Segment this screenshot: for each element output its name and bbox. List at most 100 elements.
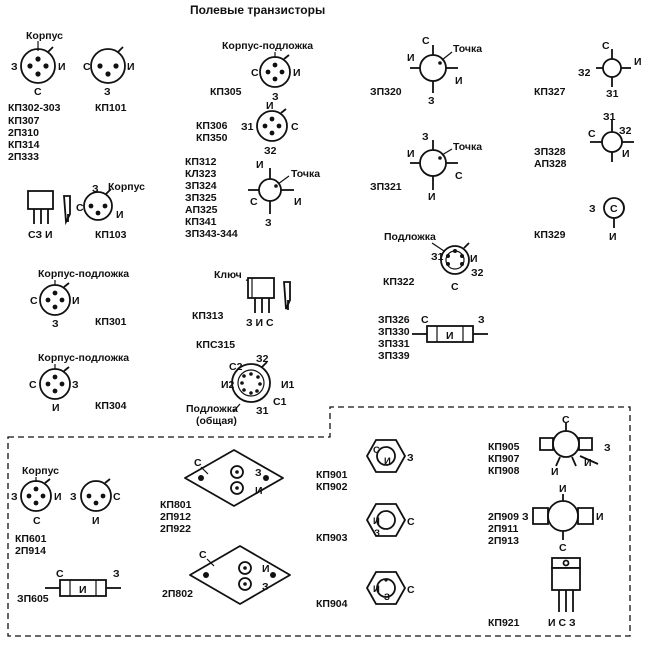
kp302-model-2: КП307 [8, 115, 40, 127]
kp322-package: Подложка З1 И З2 С [384, 231, 484, 293]
kp327-pin-i: И [634, 56, 642, 68]
kps315-package: С2 З2 И2 И1 С1 З1 Подложка (общая) [186, 353, 295, 427]
kp302-pin-z: З [11, 61, 18, 73]
kp306-model-1: КП306 [196, 120, 228, 132]
kp329-pin-s: С [610, 203, 618, 215]
kp304-pin-s: С [29, 379, 37, 391]
kp304-pin-i: И [52, 402, 60, 414]
kps315-pin-s1: С1 [273, 396, 287, 408]
kp306-pin-z1: З1 [241, 121, 254, 133]
kps315-pin-i1: И1 [281, 379, 295, 391]
kp322-pin-i: И [470, 253, 478, 265]
kp904-pin-s: С [407, 584, 415, 596]
zp321-model: ЗП321 [370, 181, 402, 193]
p909-model-3: 2П913 [488, 535, 519, 547]
kp306-model-2: КП350 [196, 132, 228, 144]
kp601-model-1: КП601 [15, 533, 47, 545]
kp312-tochka-label: Точка [291, 168, 320, 180]
kp901-pin-i: И [384, 456, 391, 467]
kp304-pin-z: З [72, 379, 79, 391]
kp322-model: КП322 [383, 276, 415, 288]
p802-model: 2П802 [162, 588, 193, 600]
zp328-model-2: АП328 [534, 158, 567, 170]
kp903-model: КП903 [316, 532, 348, 544]
kp801-pin-s: С [194, 457, 202, 469]
kp312-pin-s: С [250, 196, 258, 208]
kp601-2-pin-i: И [92, 515, 100, 527]
kp903-pin-z: З [374, 528, 380, 539]
p909-pin-z: З [522, 511, 529, 523]
kp905-pin-i-right: И [584, 457, 592, 469]
kp801-model-3: 2П922 [160, 523, 191, 535]
kps315-pin-z1: З1 [256, 405, 269, 417]
kp302-model-4: КП314 [8, 139, 40, 151]
kp103-pin-z: З [92, 183, 99, 195]
kp306-package: З1 С И З2 [241, 100, 299, 157]
kp312-pin-z: З [265, 217, 272, 229]
p909-package: И З И С [522, 483, 604, 554]
zp326-model-1: ЗП326 [378, 314, 410, 326]
kp302-model-3: 2П310 [8, 127, 39, 139]
kp901-pin-s: С [373, 445, 380, 456]
kp322-podlozhka-label: Подложка [384, 231, 436, 243]
kp601-2-pin-z: З [70, 491, 77, 503]
zp321-pin-i2: И [428, 191, 436, 203]
kp306-pin-s: С [291, 121, 299, 133]
kp905-pin-z: З [604, 442, 611, 454]
kp601-pin-z: З [11, 491, 18, 503]
zp605-pin-z: З [113, 568, 120, 580]
kp327-model: КП327 [534, 86, 566, 98]
kp329-pin-i: И [609, 231, 617, 243]
kp302-model-5: 2П333 [8, 151, 39, 163]
kp305-pin-z: З [272, 91, 279, 103]
zp328-pin-z1: З1 [603, 111, 616, 123]
kp904-pin-i: И [373, 584, 380, 595]
zp328-package: З1 З2 С И [588, 111, 634, 162]
kp905-pin-i-left: И [551, 466, 559, 478]
kp313-model: КП313 [192, 310, 224, 322]
kp301-model: КП301 [95, 316, 127, 328]
kp313-zis-label: З И С [246, 317, 274, 329]
kp312-pin-i-right: И [294, 196, 302, 208]
kp801-model-2: 2П912 [160, 511, 191, 523]
kp101-package: С И З [83, 46, 135, 98]
zp321-pin-z: З [422, 131, 429, 143]
kps315-podlozhka-label: Подложка [186, 403, 238, 415]
kp312-model-4: ЗП325 [185, 192, 217, 204]
kp322-pin-s: С [451, 281, 459, 293]
kp305-model: КП305 [210, 86, 242, 98]
kp313-klyuch-label: Ключ [214, 269, 242, 281]
p909-model-2: 2П911 [488, 523, 518, 535]
diagram-title: Полевые транзисторы [190, 3, 325, 17]
kp302-pin-i: И [58, 61, 66, 73]
zp320-pin-s: С [422, 35, 430, 47]
kp905-model-2: КП907 [488, 453, 520, 465]
p909-model-1: 2П909 [488, 511, 519, 523]
zp326-model-2: ЗП330 [378, 326, 410, 338]
zp320-package: Точка С И И З [407, 35, 482, 107]
kp921-isz-label: И С З [548, 617, 576, 629]
kp302-korpus-label: Корпус [26, 30, 63, 42]
zp321-package: Точка З И С И [407, 131, 482, 203]
kp305-pin-s: С [251, 67, 259, 79]
kp601-pin-s: С [33, 515, 41, 527]
kp301-pin-z: З [52, 318, 59, 330]
zp605-pin-s: С [56, 568, 64, 580]
zp320-pin-z: З [428, 95, 435, 107]
zp326-model-4: ЗП339 [378, 350, 410, 362]
kp312-model-7: ЗП343-344 [185, 228, 238, 240]
kps315-model: КПС315 [196, 339, 235, 351]
kp327-pin-z1: З1 [606, 88, 619, 100]
kp329-pin-z: З [589, 203, 596, 215]
kp904-model: КП904 [316, 598, 348, 610]
kp601-2-pin-s: С [113, 491, 121, 503]
kp301-package: Корпус-подложка С И З [30, 268, 129, 330]
kp601-pin-i: И [54, 491, 62, 503]
kp101-model: КП101 [95, 102, 127, 114]
kp312-pin-i-top: И [256, 159, 264, 171]
zp321-pin-s: С [455, 170, 463, 182]
kp921-package: И С З [548, 557, 581, 629]
kp601-package: Корпус З И С З С И [11, 465, 121, 527]
kp322-pin-z1: З1 [431, 251, 444, 263]
